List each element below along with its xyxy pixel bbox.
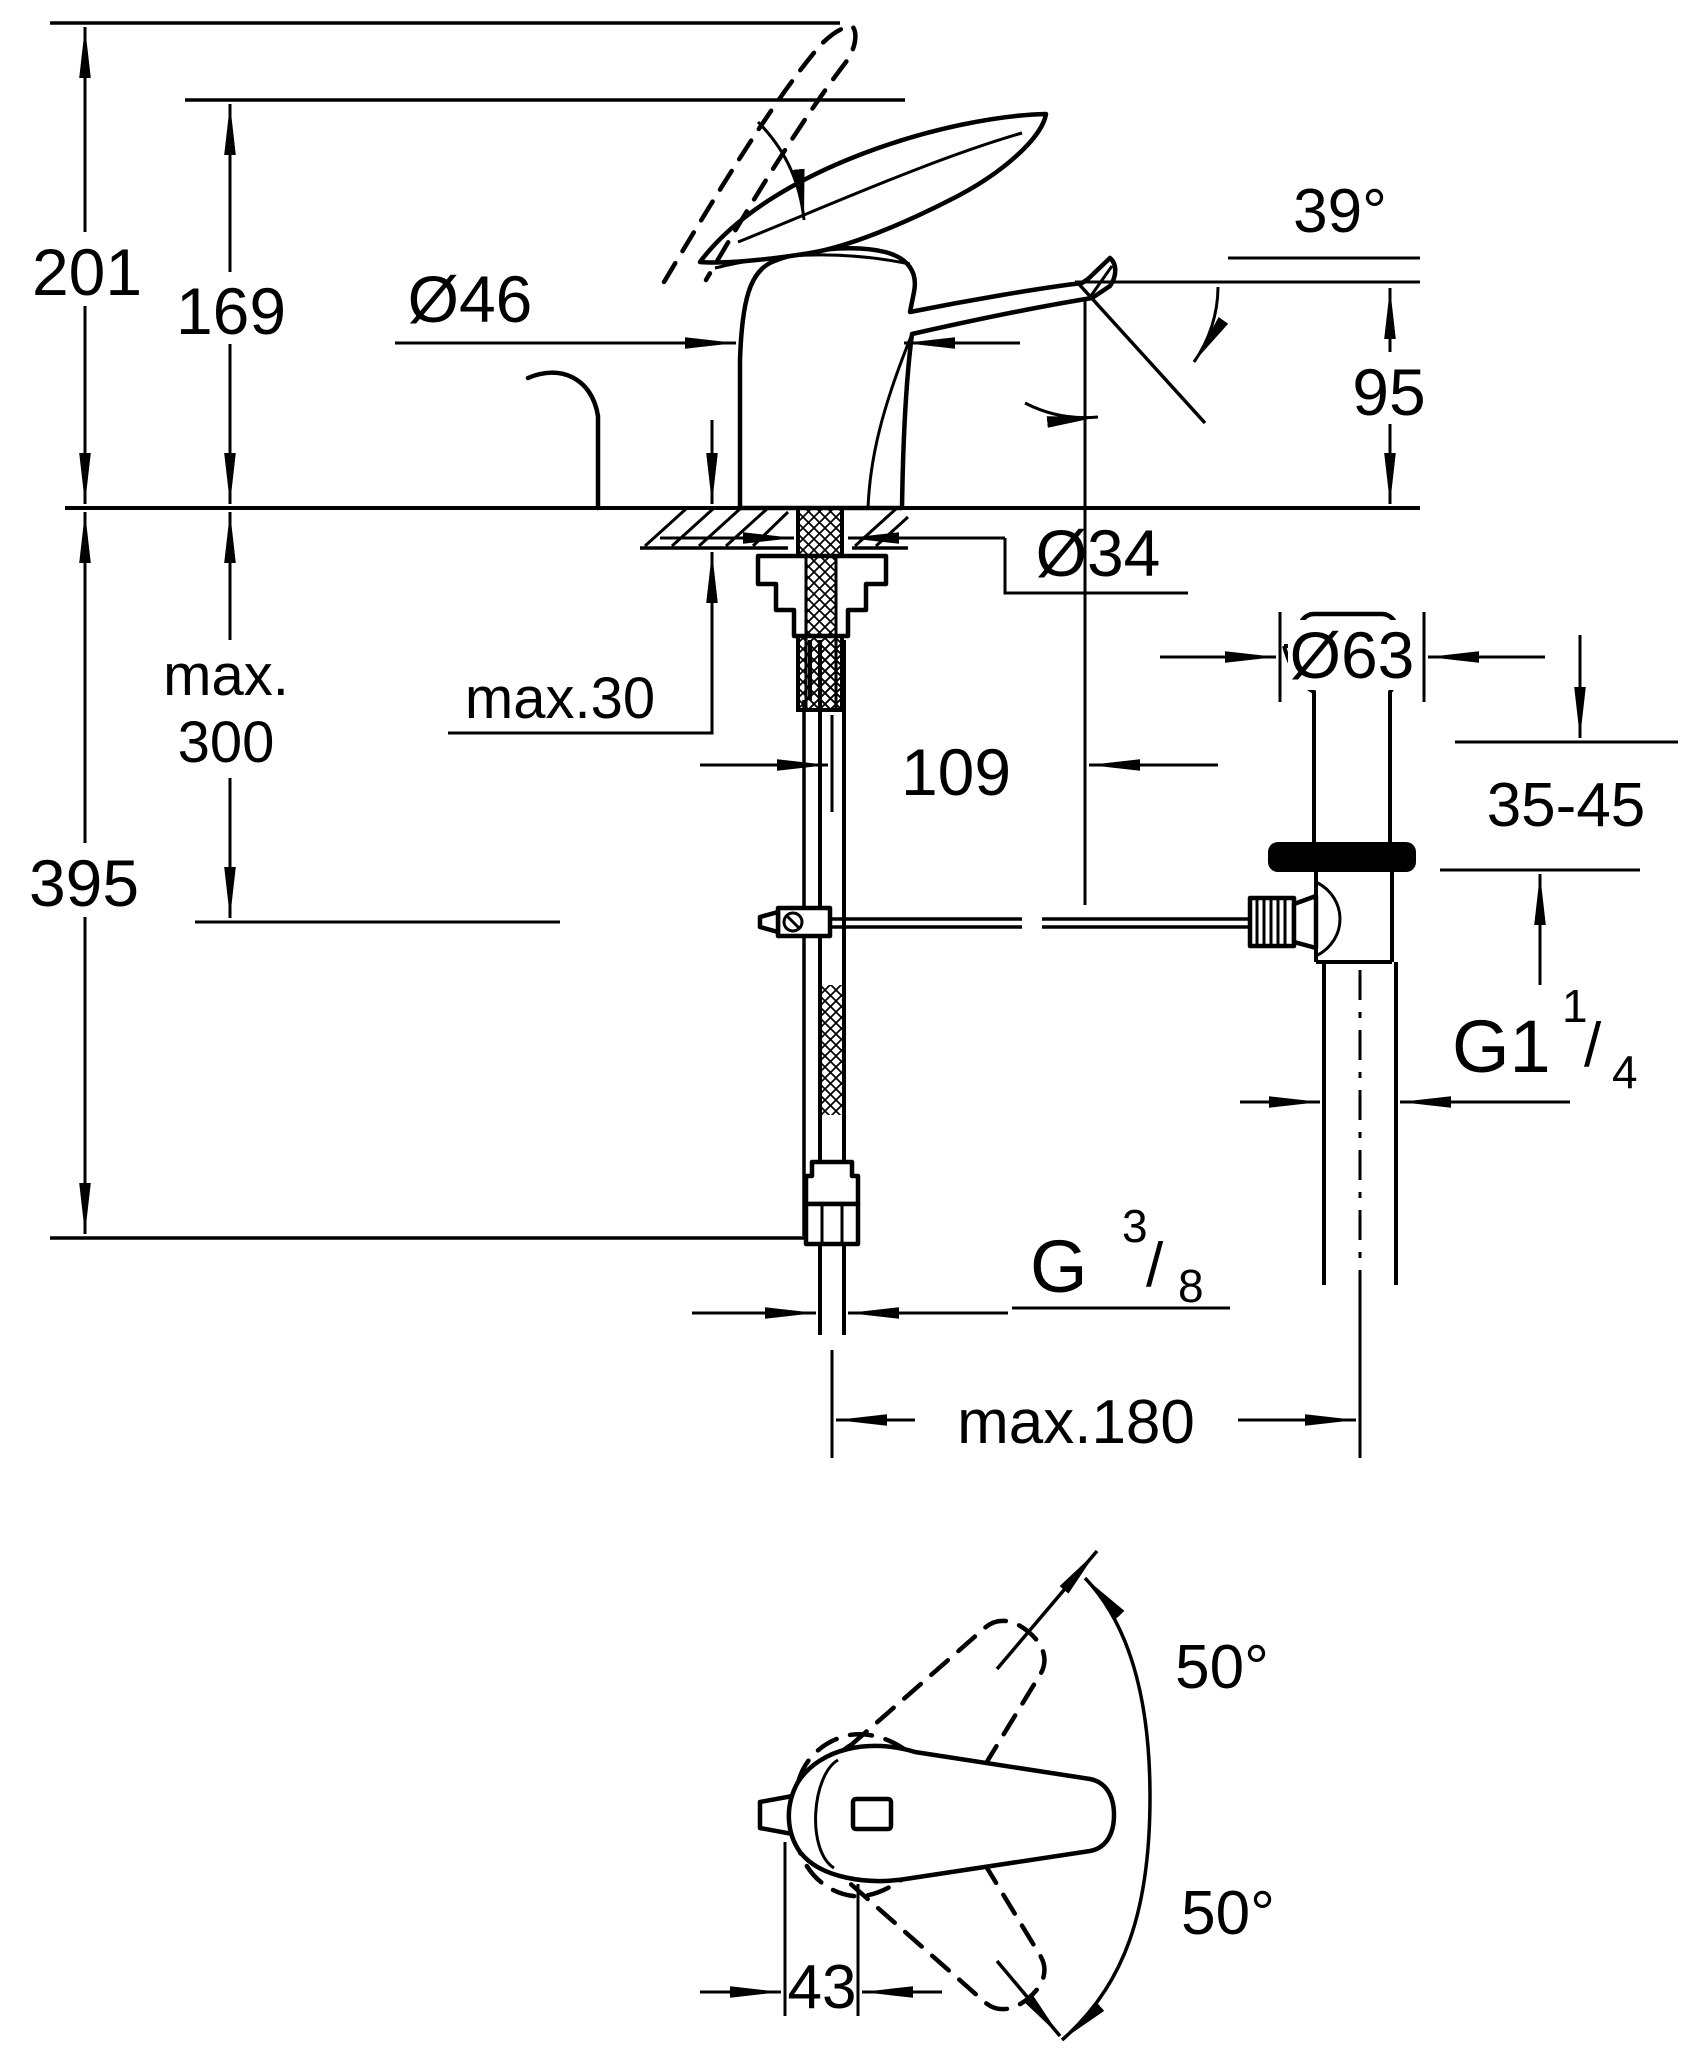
rod-coupler bbox=[775, 905, 833, 939]
swivel-arc-lower bbox=[1060, 1796, 1152, 2042]
swivel-arc-upper bbox=[1083, 1576, 1152, 1798]
dim-label-g114-num: 1 bbox=[1562, 980, 1588, 1032]
deck-hatching bbox=[643, 506, 910, 548]
popup-waste bbox=[1247, 611, 1416, 1295]
dim-label-39deg: 39° bbox=[1293, 177, 1387, 246]
dim-d63: Ø63 bbox=[1160, 612, 1545, 702]
coupler-screw bbox=[782, 911, 804, 933]
side-view: 201 169 395 max. 300 bbox=[29, 21, 1678, 1458]
faucet-body bbox=[737, 246, 1118, 511]
rod-knob-knurl bbox=[1255, 898, 1287, 946]
lever-handle bbox=[697, 111, 1049, 265]
waste-tailpipe bbox=[1322, 962, 1398, 1285]
dimensions: 201 169 395 max. 300 bbox=[29, 27, 1678, 1458]
hose-fitting bbox=[803, 1159, 861, 1207]
hose-nut-facets bbox=[820, 1204, 844, 1244]
dim-max180: max.180 bbox=[830, 1292, 1362, 1458]
dim-label-d34: Ø34 bbox=[1036, 516, 1161, 590]
dim-d34: Ø34 bbox=[660, 516, 1188, 595]
dim-g38: G 3 / 8 bbox=[692, 1200, 1230, 1319]
dim-95: 95 bbox=[1344, 288, 1436, 504]
pull-rod-knob bbox=[525, 370, 601, 511]
dim-label-169: 169 bbox=[176, 274, 286, 348]
underdeck-assembly bbox=[755, 506, 1250, 1335]
dim-label-50deg-down: 50° bbox=[1181, 1879, 1275, 1948]
dim-43: 43 bbox=[700, 1842, 942, 2022]
dim-label-g114-slash: / bbox=[1584, 1011, 1602, 1080]
hose-braid-upper bbox=[821, 642, 843, 712]
dim-label-max180: max.180 bbox=[957, 1388, 1195, 1457]
dim-label-g114-base: G1 bbox=[1452, 1005, 1551, 1088]
hose-tail-tube bbox=[818, 1244, 846, 1335]
body-inner-sweep bbox=[866, 333, 914, 509]
dim-label-g114-den: 4 bbox=[1612, 1046, 1638, 1098]
dim-label-109: 109 bbox=[901, 735, 1011, 809]
dim-max300: max. 300 bbox=[148, 512, 308, 918]
dim-label-95: 95 bbox=[1352, 355, 1425, 429]
handle-cap-inner-line bbox=[814, 1758, 839, 1870]
coupler-screw-slot bbox=[785, 914, 801, 930]
hose-braid-lower bbox=[821, 985, 843, 1115]
dim-g114: G1 1 / 4 bbox=[1240, 980, 1638, 1108]
dim-201: 201 bbox=[32, 27, 142, 504]
dim-max30: max.30 bbox=[448, 420, 718, 735]
angle-arc-right bbox=[1192, 286, 1229, 363]
spray-direction-line bbox=[1075, 280, 1207, 425]
top-view-handle bbox=[786, 1743, 1117, 1884]
dim-label-201: 201 bbox=[32, 235, 142, 309]
handle-pip bbox=[850, 1796, 894, 1832]
dim-label-g38-den: 8 bbox=[1178, 1260, 1204, 1312]
dim-label-g38-slash: / bbox=[1146, 1231, 1164, 1300]
second-hose-tube bbox=[796, 640, 812, 700]
dim-35-45: 35-45 bbox=[1440, 635, 1678, 985]
dim-label-50deg-up: 50° bbox=[1175, 1633, 1269, 1702]
dim-label-d63: Ø63 bbox=[1290, 618, 1415, 692]
spray-angle-construction bbox=[1024, 256, 1420, 905]
dim-label-g38-base: G bbox=[1030, 1225, 1088, 1308]
dim-169: 169 bbox=[176, 104, 286, 504]
dim-label-max300-line2: 300 bbox=[178, 710, 275, 775]
dim-label-35-45: 35-45 bbox=[1487, 771, 1646, 840]
faucet bbox=[525, 23, 1118, 511]
lever-lift-arc bbox=[756, 120, 806, 221]
dim-label-max30: max.30 bbox=[465, 666, 655, 731]
angle-arc-left bbox=[1024, 401, 1099, 428]
top-view: 50° 50° 43 bbox=[700, 1549, 1302, 2042]
lever-accent-line bbox=[737, 131, 1023, 244]
lever-handle-raised-dashed bbox=[661, 23, 858, 285]
dim-label-d46: Ø46 bbox=[408, 262, 533, 336]
swivel-radial-up bbox=[995, 1549, 1099, 1671]
dim-395: 395 bbox=[29, 512, 139, 1234]
horizontal-rod bbox=[830, 917, 1250, 929]
dim-label-max300-line1: max. bbox=[163, 643, 289, 708]
rod-knob-connector bbox=[1291, 893, 1319, 951]
hose-nut bbox=[803, 1201, 861, 1247]
swivel-radial-down bbox=[995, 1959, 1062, 2038]
dim-label-43: 43 bbox=[788, 1953, 857, 2022]
waste-body-curve bbox=[1315, 880, 1342, 958]
dim-label-g38-num: 3 bbox=[1122, 1200, 1148, 1252]
dim-label-395: 395 bbox=[29, 846, 139, 920]
dim-109: 109 bbox=[700, 715, 1218, 812]
rod-coupler-nose bbox=[757, 909, 781, 935]
dim-d46: Ø46 bbox=[395, 262, 1020, 349]
waste-flange-gasket bbox=[1268, 842, 1416, 872]
